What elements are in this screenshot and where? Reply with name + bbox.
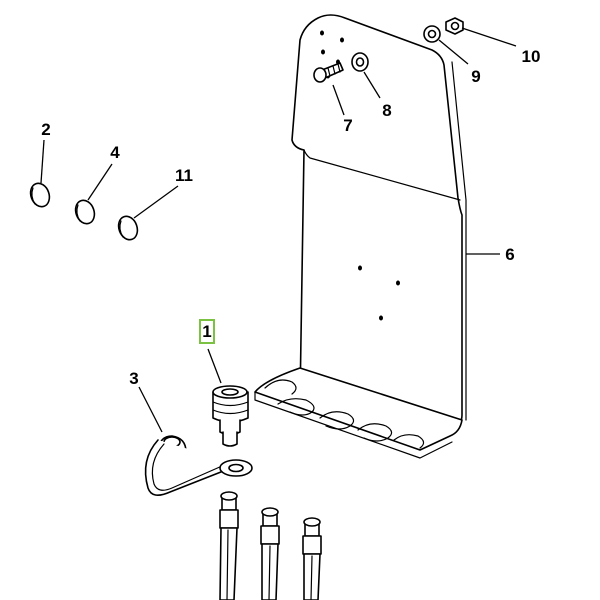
callout-9[interactable]: 9 [471,67,480,86]
hydraulic-hoses-part[interactable] [219,491,322,600]
callout-1-highlight [199,319,215,344]
mounting-bracket-part[interactable] [254,14,467,459]
quick-coupler-part[interactable] [212,385,249,447]
plug-cap-4-part[interactable] [72,198,97,227]
washer-8-part[interactable] [351,52,369,72]
plug-cap-11-part[interactable] [115,214,140,243]
callout-7[interactable]: 7 [343,116,352,135]
bolt-part[interactable] [313,62,344,83]
dust-cap-strap-part[interactable] [144,435,253,496]
callout-2[interactable]: 2 [41,120,50,139]
callout-1[interactable]: 1 [202,322,211,341]
washer-9-part[interactable] [423,25,441,43]
callout-10[interactable]: 10 [522,47,541,66]
callout-3[interactable]: 3 [129,369,138,388]
nut-part[interactable] [445,17,464,35]
plug-cap-2-part[interactable] [27,181,52,210]
callout-6[interactable]: 6 [505,245,514,264]
leader-lines [40,27,517,433]
callout-4[interactable]: 4 [110,143,120,162]
callout-11[interactable]: 11 [175,166,193,185]
callout-8[interactable]: 8 [382,101,391,120]
